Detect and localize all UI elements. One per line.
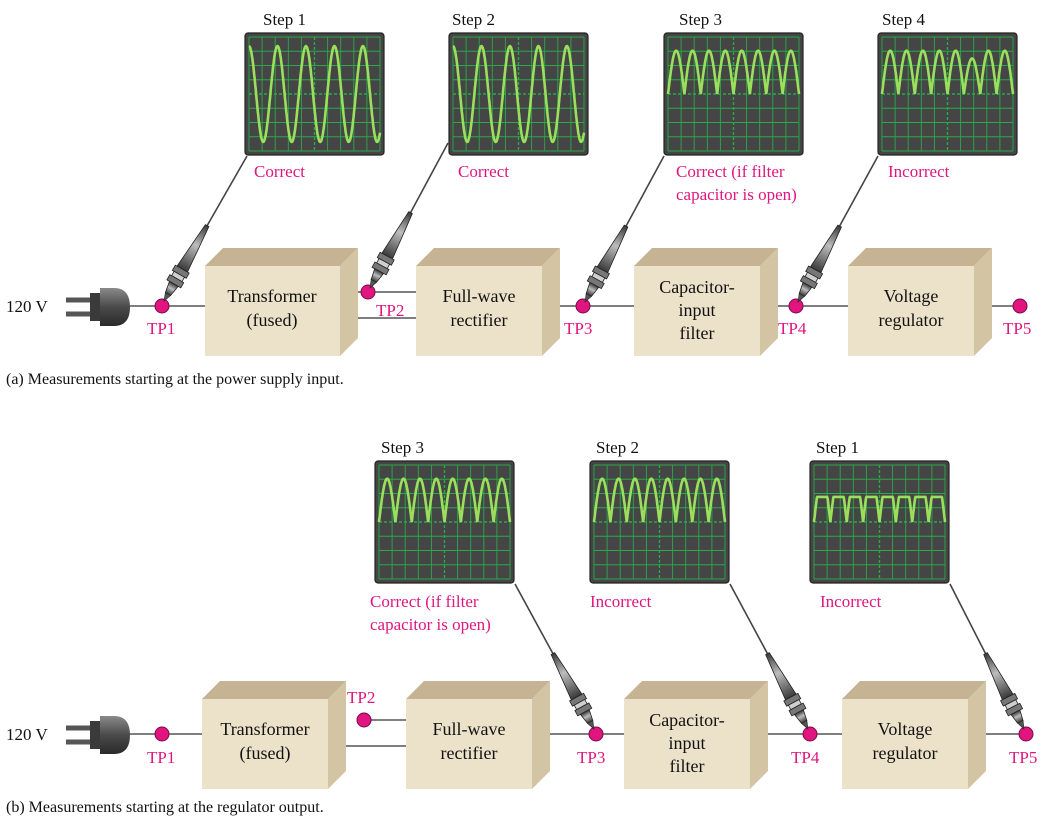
input-voltage-label-a: 120 V [6, 297, 48, 316]
block-label-line: Voltage [878, 719, 933, 739]
test-point-tp4-b[interactable]: TP4 [791, 726, 820, 767]
result-label: Correct (if filter [370, 592, 479, 611]
block-label-line: Voltage [884, 286, 939, 306]
probe-step3-a[interactable] [578, 152, 671, 306]
block-regulator-b: Voltage regulator [842, 681, 986, 789]
step-label: Step 2 [596, 438, 639, 457]
test-point-tp5-b[interactable]: TP5 [1009, 726, 1037, 767]
panel-a: 120 V Transformer (fused) Full-wave rect… [6, 10, 1031, 388]
block-label-line: regulator [879, 310, 944, 330]
probe-step2-b[interactable] [723, 580, 815, 733]
test-point-label: TP3 [564, 319, 592, 338]
oscilloscope-step1-a: Step 1 Correct [244, 10, 385, 181]
block-label-line: Transformer [220, 719, 309, 739]
power-plug-icon [66, 716, 130, 754]
result-label: Incorrect [888, 162, 950, 181]
panel-b: 120 V Transformer (fused) Full-wave rect… [6, 438, 1037, 816]
block-label-line: (fused) [240, 743, 291, 764]
test-point-label: TP2 [376, 301, 404, 320]
block-label-line: filter [670, 756, 705, 776]
block-rectifier-b: Full-wave rectifier [406, 681, 550, 789]
block-label-line: (fused) [247, 310, 298, 331]
block-label-line: input [678, 300, 715, 320]
block-rectifier-a: Full-wave rectifier [416, 248, 560, 356]
step-label: Step 2 [452, 10, 495, 29]
block-label-line: Capacitor- [649, 710, 725, 730]
test-point-label: TP4 [791, 748, 820, 767]
test-point-label: TP3 [577, 748, 605, 767]
block-label-line: Full-wave [433, 719, 506, 739]
result-label: Correct [458, 162, 509, 181]
input-voltage-label-b: 120 V [6, 725, 48, 744]
waveform-trace [592, 477, 727, 523]
step-label: Step 4 [882, 10, 925, 29]
waveform-trace [248, 44, 382, 144]
test-point-label: TP4 [778, 319, 807, 338]
power-plug-icon [66, 288, 130, 326]
result-label: capacitor is open) [676, 185, 797, 204]
test-point-label: TP5 [1009, 748, 1037, 767]
oscilloscope-step2-a: Step 2 Correct [448, 10, 589, 181]
oscilloscope-step3-a: Step 3 Correct (if filter capacitor is o… [663, 10, 804, 204]
test-point-tp3-a[interactable]: TP3 [564, 298, 592, 338]
step-label: Step 1 [263, 10, 306, 29]
probe-step3-b[interactable] [508, 580, 601, 733]
caption-a: (a) Measurements starting at the power s… [6, 371, 344, 388]
result-label: Incorrect [820, 592, 882, 611]
oscilloscope-step2-b: Step 2 Incorrect [589, 438, 730, 611]
waveform-trace [880, 49, 1015, 95]
result-label: capacitor is open) [370, 615, 491, 634]
block-label-line: Full-wave [443, 286, 516, 306]
caption-b: (b) Measurements starting at the regulat… [6, 799, 324, 816]
block-transformer-b: Transformer (fused) [202, 681, 346, 789]
block-label-line: regulator [873, 743, 938, 763]
result-label: Incorrect [590, 592, 652, 611]
test-point-tp4-a[interactable]: TP4 [778, 298, 807, 338]
step-label: Step 3 [679, 10, 722, 29]
step-label: Step 1 [816, 438, 859, 457]
block-label-line: Capacitor- [659, 277, 735, 297]
test-point-tp5-a[interactable]: TP5 [1003, 298, 1031, 338]
step-label: Step 3 [381, 438, 424, 457]
test-point-label: TP1 [147, 319, 175, 338]
waveform-trace [452, 44, 586, 144]
result-label: Correct (if filter [676, 162, 785, 181]
block-label-line: rectifier [451, 310, 508, 330]
block-label-line: filter [680, 323, 715, 343]
test-point-tp2-b[interactable]: TP2 [347, 688, 375, 728]
oscilloscope-step3-b: Step 3 Correct (if filter capacitor is o… [370, 438, 515, 634]
probe-step1-b[interactable] [943, 580, 1031, 732]
oscilloscope-step1-b: Step 1 Incorrect [809, 438, 950, 611]
block-transformer-a: Transformer (fused) [205, 248, 358, 356]
oscilloscope-step4-a: Step 4 Incorrect [877, 10, 1018, 181]
block-label-line: input [668, 733, 705, 753]
test-point-label: TP1 [147, 748, 175, 767]
test-point-tp2-a[interactable]: TP2 [360, 284, 404, 320]
result-label: Correct [254, 162, 305, 181]
block-regulator-a: Voltage regulator [848, 248, 992, 356]
test-point-label: TP2 [347, 688, 375, 707]
block-label-line: Transformer [227, 286, 316, 306]
block-label-line: rectifier [441, 743, 498, 763]
probe-step1-a[interactable] [157, 152, 254, 305]
block-filter-a: Capacitor- input filter [634, 248, 778, 356]
waveform-trace [377, 477, 512, 523]
probe-step2-a[interactable] [363, 139, 455, 292]
waveform-trace [812, 495, 947, 523]
test-point-label: TP5 [1003, 319, 1031, 338]
waveform-trace [666, 49, 801, 95]
test-point-tp3-b[interactable]: TP3 [577, 726, 605, 767]
probe-step4-a[interactable] [791, 152, 885, 306]
test-point-tp1-a[interactable]: TP1 [147, 298, 175, 338]
test-point-tp1-b[interactable]: TP1 [147, 726, 175, 767]
block-filter-b: Capacitor- input filter [624, 681, 768, 789]
